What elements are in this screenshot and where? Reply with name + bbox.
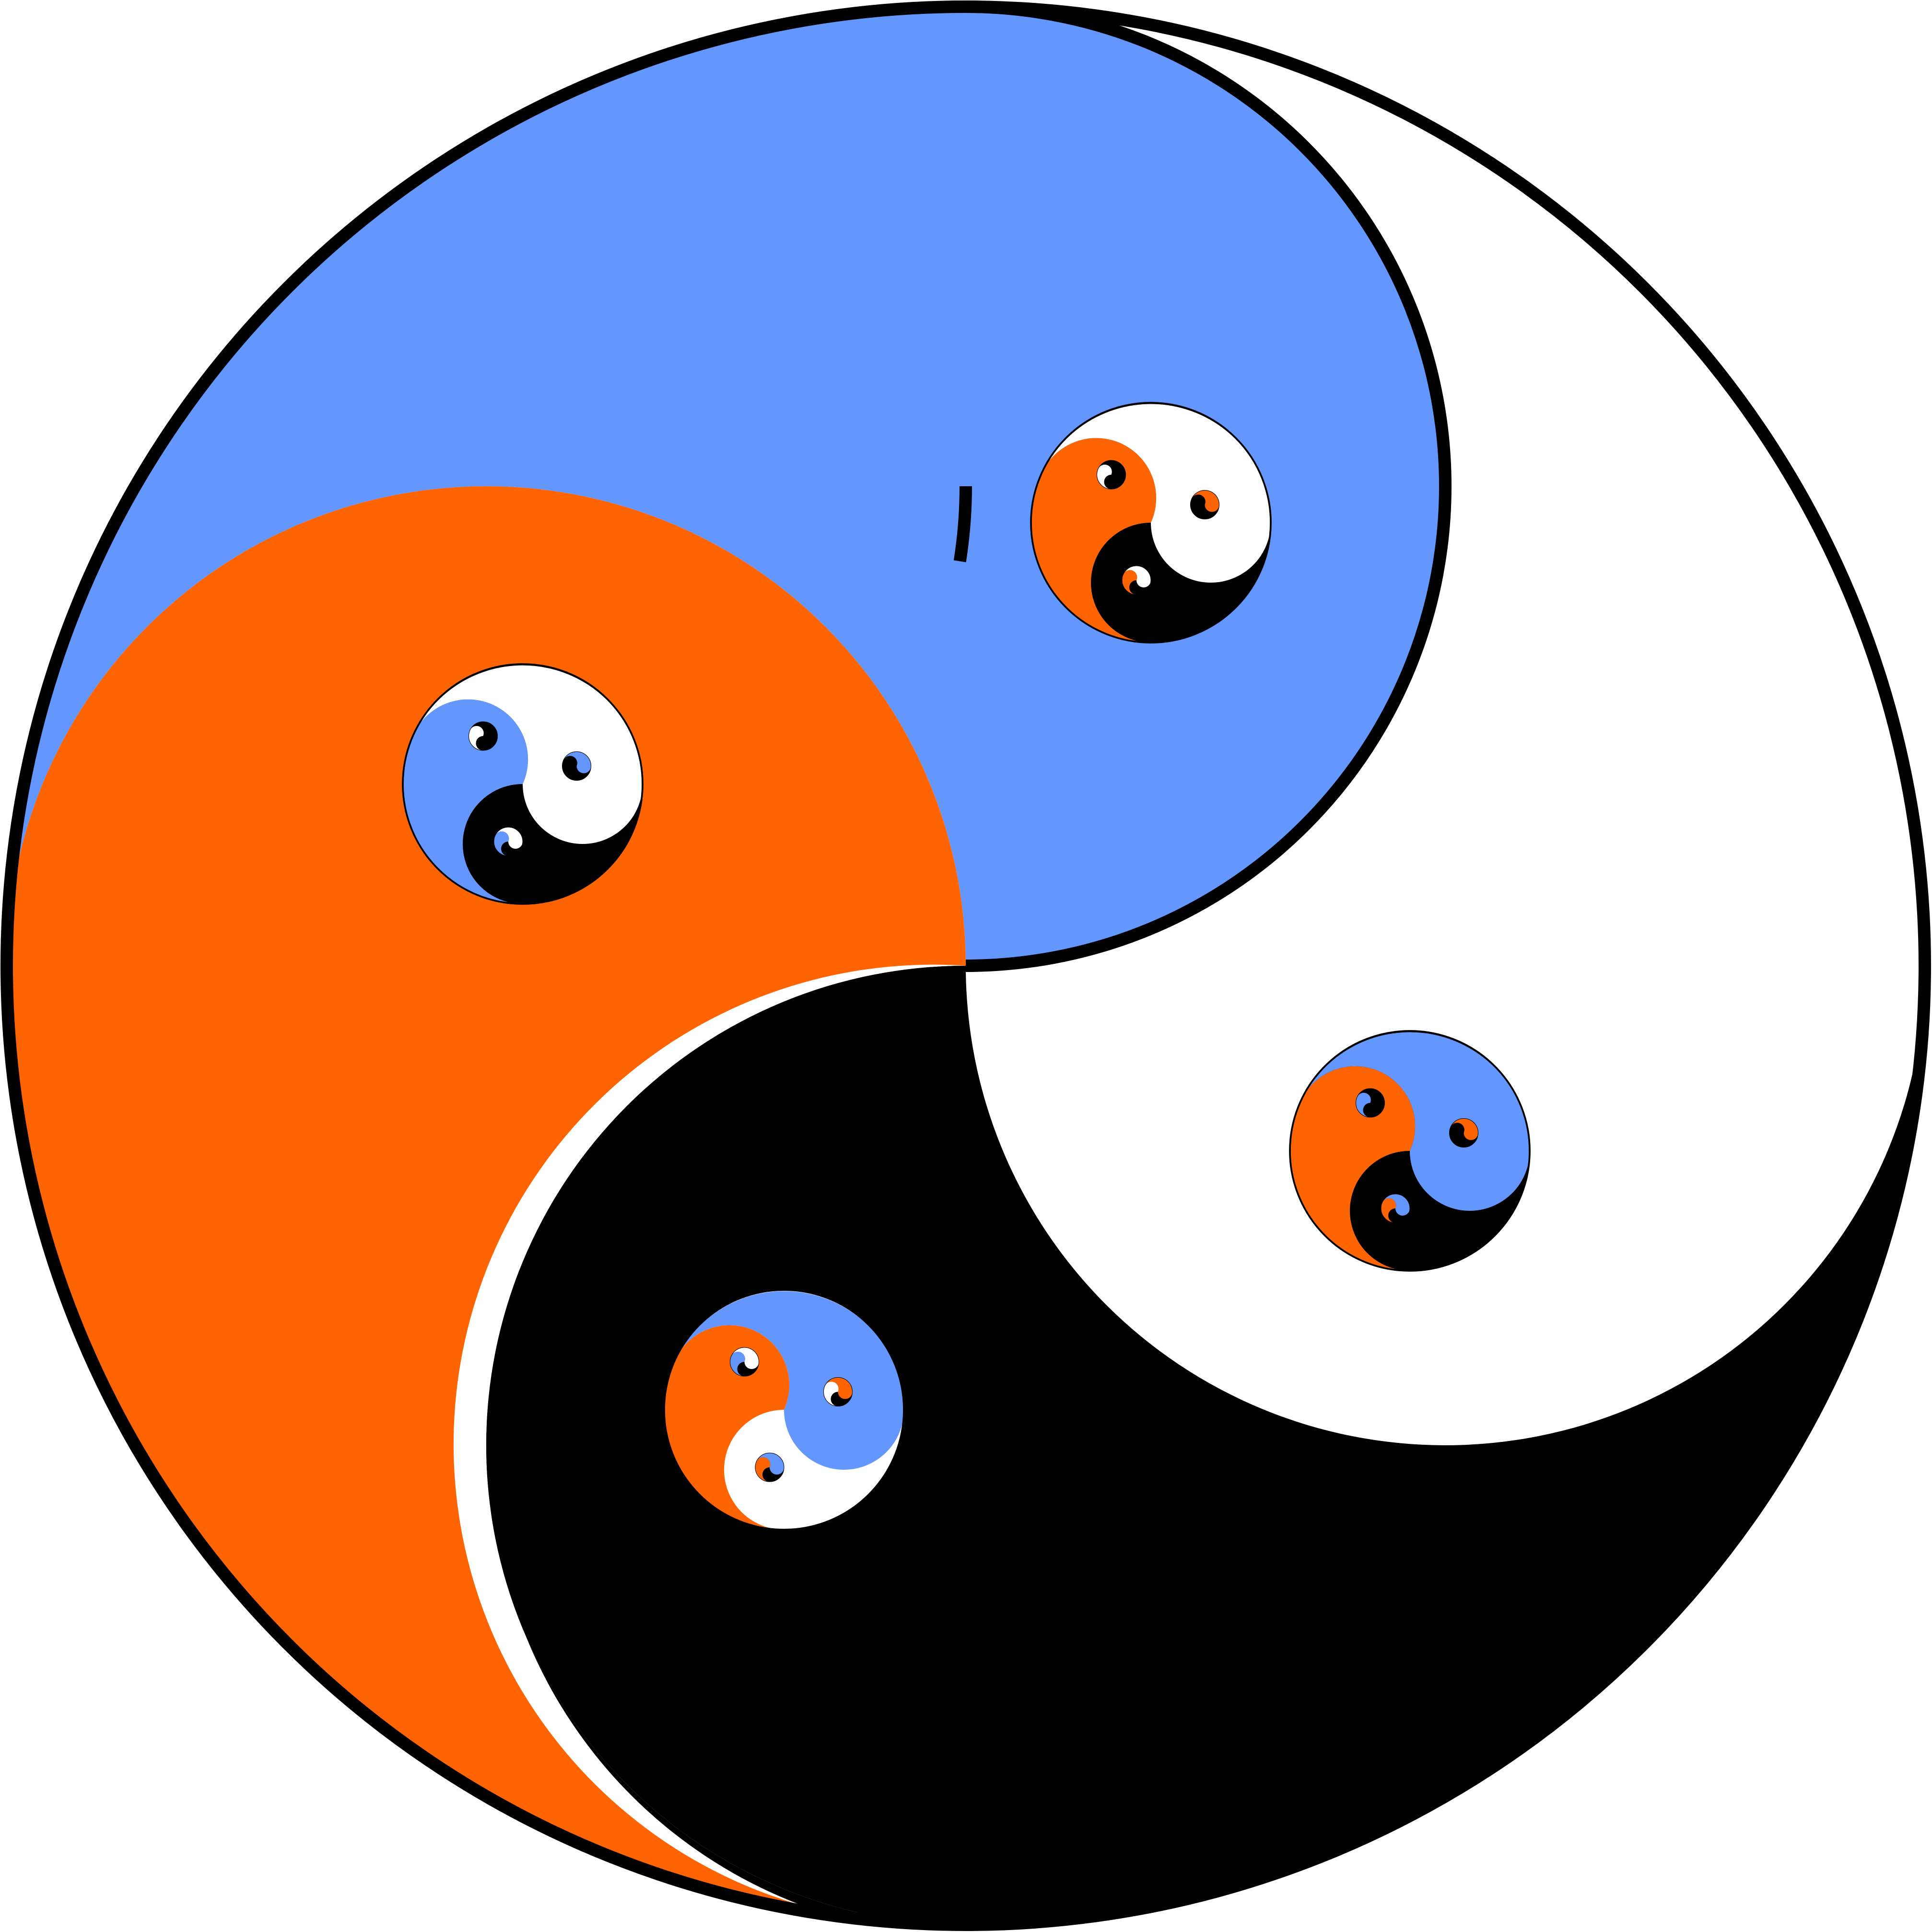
sub-symbol-in-black-mini-1-left <box>823 1382 839 1406</box>
sub-symbol-in-black-mini-0-top <box>732 1347 759 1370</box>
sub-symbol-in-black <box>663 1289 905 1531</box>
sub-symbol-in-blue-mini-0-top <box>1099 460 1126 482</box>
sub-symbol-in-orange-mini-1-top <box>564 751 591 773</box>
sub-symbol-in-blue-mini-1 <box>1190 490 1219 519</box>
sub-symbol-in-white-mini-2 <box>1381 1194 1410 1223</box>
sub-symbol-in-black-mini-2-left <box>755 1457 771 1482</box>
sub-symbol-in-orange-outline <box>402 663 644 905</box>
sub-symbol-in-orange-mini-1-lower <box>569 766 591 781</box>
main-orange-outline-arc <box>0 0 972 972</box>
sub-symbol-in-white-mini-0-top <box>1358 1089 1385 1111</box>
sub-symbol-in-white-lower <box>1350 1151 1530 1271</box>
sub-symbol-in-white-mini-1-left <box>1449 1123 1464 1147</box>
sub-symbol-in-white-mini-0-left <box>1356 1092 1371 1117</box>
sub-symbol-in-black-mini-0 <box>730 1347 759 1377</box>
sub-symbol-in-blue-mini-1-left <box>1190 494 1206 519</box>
sub-symbol-in-blue-mini-0-left <box>1097 464 1112 489</box>
sub-symbol-in-white-mini-0-outline <box>1356 1088 1385 1118</box>
sub-symbol-in-blue-mini-2 <box>1122 565 1151 595</box>
main-orange-region <box>7 486 966 1906</box>
sub-symbol-in-black-mini-2 <box>755 1452 785 1482</box>
sub-symbol-in-orange-mini-0-left <box>468 726 484 750</box>
sub-symbol-in-black-mini-1 <box>823 1377 853 1406</box>
sub-symbol-in-blue-mini-1-lower <box>1197 504 1219 519</box>
sub-symbol-in-blue-left <box>1031 438 1157 643</box>
sub-symbol-in-blue <box>1030 402 1272 644</box>
sub-symbol-in-orange-mini-2-left <box>494 831 509 856</box>
sub-symbol-in-blue-mini-0-lower <box>1104 475 1126 489</box>
sub-symbol-in-white-mini-0-lower <box>1363 1103 1385 1117</box>
sub-symbol-in-orange-mini-2-top <box>496 827 523 849</box>
sub-symbol-in-white-mini-2-outline <box>1381 1194 1410 1223</box>
sub-symbol-in-blue-mini-2-top <box>1124 566 1151 587</box>
sub-symbol-in-white-outline <box>1289 1030 1531 1272</box>
sub-symbol-in-orange-lower <box>463 784 643 904</box>
sub-symbol-in-blue-mini-2-lower <box>1129 580 1151 595</box>
sub-symbol-in-black-top <box>681 1291 904 1470</box>
main-black-region <box>486 966 1925 1925</box>
sub-symbol-in-white-mini-2-lower <box>1388 1208 1410 1223</box>
sub-symbol-in-blue-mini-0 <box>1097 460 1126 490</box>
sub-symbol-in-black-mini-1-lower <box>831 1392 853 1406</box>
sub-symbol-in-orange-mini-2-lower <box>501 842 523 856</box>
sub-symbol-in-blue-mini-2-outline <box>1122 565 1151 595</box>
sub-symbol-in-white-top <box>1307 1032 1530 1211</box>
sub-symbol-in-black-mini-2-outline <box>755 1452 785 1482</box>
sub-symbol-in-white-mini-1-top <box>1451 1118 1478 1140</box>
sub-symbol-in-white <box>1289 1030 1531 1272</box>
sub-symbol-in-blue-mini-0-outline <box>1097 460 1126 490</box>
sub-symbol-in-black-mini-1-outline <box>823 1377 853 1406</box>
sub-symbol-in-white-mini-1 <box>1449 1118 1478 1147</box>
sub-symbol-in-orange-mini-0-outline <box>468 721 498 751</box>
sub-symbols <box>402 402 1531 1531</box>
sub-symbol-in-black-mini-2-top <box>757 1453 784 1475</box>
sub-symbol-in-orange-mini-2 <box>493 827 523 856</box>
sub-symbol-in-blue-top <box>1048 404 1271 583</box>
sub-symbol-in-orange-mini-1-outline <box>562 751 591 781</box>
sub-symbol-in-orange-left <box>403 699 528 904</box>
sub-symbol-in-orange-mini-2-outline <box>493 827 523 856</box>
sub-symbol-in-black-mini-0-lower <box>737 1362 759 1376</box>
sub-symbol-in-white-mini-0 <box>1356 1088 1385 1118</box>
sub-symbol-in-white-mini-2-left <box>1381 1198 1396 1223</box>
sub-symbol-in-white-mini-1-lower <box>1456 1133 1478 1147</box>
sub-symbol-in-orange-mini-1-left <box>562 756 577 781</box>
sub-symbol-in-white-mini-1-outline <box>1449 1118 1478 1147</box>
main-blue-region <box>7 7 1445 966</box>
sub-symbol-in-black-left <box>665 1325 790 1530</box>
sub-symbol-in-black-mini-0-left <box>730 1351 745 1376</box>
sub-symbol-in-blue-mini-1-outline <box>1190 490 1219 519</box>
sub-symbol-in-black-lower <box>724 1410 904 1530</box>
sub-symbol-in-white-left <box>1290 1066 1416 1271</box>
sub-symbol-in-orange-mini-0 <box>468 721 498 751</box>
sub-symbol-in-orange-mini-1 <box>562 751 591 781</box>
sub-symbol-in-white-mini-2-top <box>1383 1194 1410 1216</box>
sub-symbol-in-black-mini-1-top <box>825 1377 853 1399</box>
sub-symbol-in-orange-top <box>420 665 643 844</box>
sub-symbol-in-orange-mini-0-top <box>470 722 498 743</box>
sub-symbol-in-blue-mini-1-top <box>1192 490 1219 512</box>
sub-symbol-in-black-mini-2-lower <box>762 1467 784 1482</box>
sub-symbol-in-blue-mini-2-left <box>1122 570 1137 595</box>
sub-symbol-in-blue-outline <box>1030 402 1272 644</box>
sub-symbol-in-orange <box>402 663 644 905</box>
sub-symbol-in-black-mini-0-outline <box>730 1347 759 1377</box>
sub-symbol-in-orange-mini-0-lower <box>476 736 498 750</box>
sub-symbol-in-black-outline <box>663 1289 905 1531</box>
sub-symbol-in-blue-lower <box>1091 523 1271 643</box>
